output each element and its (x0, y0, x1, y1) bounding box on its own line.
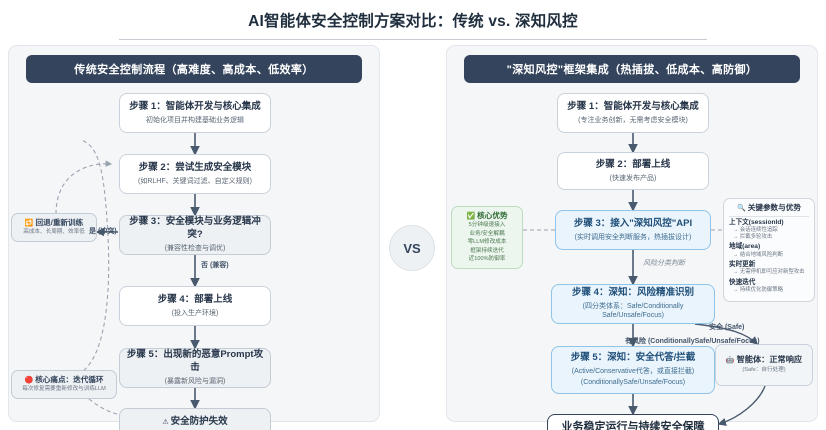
check-square-icon: ✅ (466, 213, 476, 220)
page-title-wrap: AI智能体安全控制方案对比：传统 vs. 深知风控 (0, 0, 826, 40)
left-node-step-5: 步骤 5：出现新的恶意Prompt攻击 (暴露新风险与漏洞) (119, 348, 271, 388)
right-edge-label-risky: 有风险 (ConditionallySafe/Unsafe/Focus) (625, 338, 760, 345)
right-node-step-1: 步骤 1：智能体开发与核心集成 (专注业务创新，无需考虑安全模块) (557, 93, 709, 133)
robot-icon: 🤖 (725, 357, 735, 365)
right-node-safe-normal-response: 🤖智能体：正常响应 (Safe：自行处理) (715, 344, 813, 386)
right-node-step-4-risk-id: 步骤 4：深知：风险精准识别 (四分类体系：Safe/Conditionally… (551, 284, 715, 324)
left-callout-rollback: 🔁回退/重新训练 高成本、长周期、效率低 (11, 213, 97, 242)
left-panel-traditional: 传统安全控制流程（高难度、高成本、低效率） (8, 45, 380, 430)
rollback-icon: 🔁 (24, 220, 34, 227)
right-panel-header: "深知风控"框架集成（热插拔、低成本、高防御） (464, 55, 800, 83)
right-callout-key-params: 🔍关键参数与优势 上下文(sessionId) → 会话连续性追踪 → 拦截多轮… (723, 198, 815, 302)
left-node-step-2: 步骤 2：尝试生成安全模块 (如RLHF、关键词过滤、自定义规则) (119, 154, 271, 194)
right-edge-label-safe: 安全 (Safe) (709, 324, 745, 331)
right-panel-edges (523, 133, 766, 427)
right-panel-shenzhi: "深知风控"框架集成（热插拔、低成本、高防御） (446, 45, 818, 430)
right-node-step-5-block: 步骤 5：深知：安全代答/拦截 (Active/Conservative代答，或… (551, 346, 715, 394)
key-param-item: 快速迭代 → 持续优化防御策略 (729, 278, 784, 294)
divider (729, 215, 809, 217)
left-node-step-1: 步骤 1：智能体开发与核心集成 初始化项目并构建基础业务逻辑 (119, 93, 271, 133)
warning-triangle-icon: ⚠ (162, 418, 169, 426)
key-param-item: 实时更新 → 无需停机即可应对新型攻击 (729, 261, 805, 276)
left-edge-label-yes: 是 (冲突) (89, 228, 117, 235)
right-callout-advantages: ✅核心优势 5分钟级速接入 业务/安全解耦 零LLM修改成本 框架持续迭代 近1… (451, 206, 523, 269)
right-node-final-outcome: 业务稳定运行与持续安全保障 (高效闭环，快速应对新威胁) (547, 414, 719, 430)
right-node-step-2: 步骤 2：部署上线 (快速发布产品) (557, 152, 709, 190)
key-param-item: 地域(area) → 结合地域风险判断 (729, 243, 784, 258)
right-node-step-3-api: 步骤 3：接入"深知风控"API (实时调用安全判断服务，热插拔设计) (555, 210, 711, 250)
left-node-step-3-decision: 步骤 3：安全模块与业务逻辑冲突? (兼容性检查与调优) (119, 215, 271, 255)
key-param-item: 上下文(sessionId) → 会话连续性追踪 → 拦截多轮攻击 (729, 218, 784, 240)
left-callout-pain-point: 🔴核心痛点：迭代循环 每次修复需要重新修改与训练LLM (11, 370, 117, 399)
left-panel-header: 传统安全控制流程（高难度、高成本、低效率） (26, 55, 362, 83)
page-title: AI智能体安全控制方案对比：传统 vs. 深知风控 (248, 13, 578, 30)
left-node-security-failure: ⚠安全防护失效 (需紧急修复，回到步骤 2 重新训练) (119, 408, 271, 430)
search-icon: 🔍 (737, 205, 746, 212)
left-node-step-4: 步骤 4：部署上线 (投入生产环境) (119, 286, 271, 326)
pain-point-icon: 🔴 (24, 377, 34, 384)
right-edge-label-risk-classify: 风险分类判断 (643, 260, 685, 267)
vs-badge: VS (389, 225, 435, 271)
title-divider (119, 39, 707, 40)
left-edge-label-no: 否 (兼容) (201, 262, 229, 269)
